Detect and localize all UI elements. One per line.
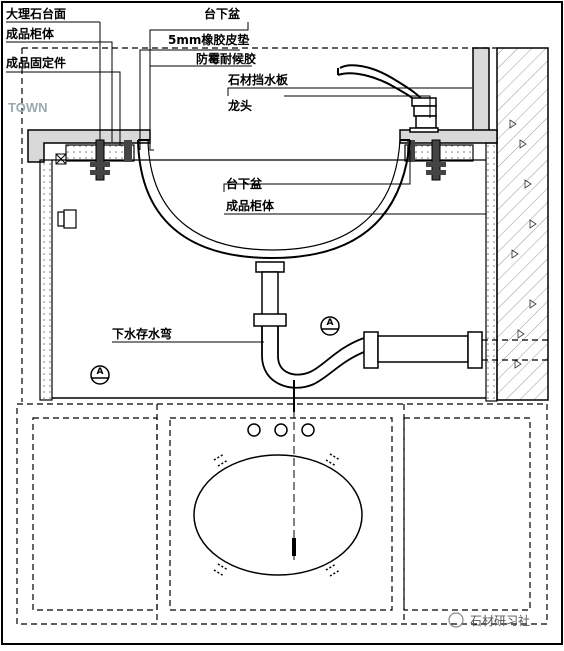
label-marble-top: 大理石台面: [6, 6, 66, 21]
drain-trap: [253, 261, 548, 389]
watermark-town: TOWN: [8, 100, 47, 115]
fixing-bracket-right: [404, 139, 474, 181]
section-mark-a1: A: [90, 365, 110, 385]
label-under-basin-top: 台下盆: [204, 6, 241, 21]
watermark-brand-text: 石材研习社: [470, 613, 530, 628]
door-knob: [57, 209, 77, 229]
stone-backsplash: [472, 47, 490, 133]
label-faucet: 龙头: [228, 98, 252, 113]
watermark-brand: 石材研习社: [448, 612, 530, 628]
section-mark-a2: A: [320, 316, 340, 336]
under-basin: [137, 139, 411, 260]
annotation-labels: 大理石台面 成品柜体 成品固定件 台下盆 5mm橡胶皮垫 防霉耐候胶 石材挡水板…: [6, 6, 289, 341]
label-sealant: 防霉耐候胶: [196, 51, 256, 66]
label-rubber-pad: 5mm橡胶皮垫: [168, 32, 249, 47]
wall: [496, 47, 549, 401]
plan-view: [16, 403, 548, 625]
faucet-holes: [247, 423, 315, 437]
section-label-1: A: [97, 367, 104, 377]
fixing-bracket-left: [65, 139, 135, 181]
label-cabinet-mid: 成品柜体: [226, 198, 275, 213]
section-label-2: A: [327, 318, 334, 328]
label-under-basin-mid: 台下盆: [226, 176, 263, 191]
wechat-icon: [448, 612, 464, 628]
faucet: [337, 64, 439, 133]
plan-basin: [193, 410, 363, 577]
cabinet-corner-mark: [55, 153, 67, 165]
leader-lines: [6, 21, 486, 343]
label-trap: 下水存水弯: [112, 326, 172, 341]
label-fixing-parts: 成品固定件: [6, 55, 66, 70]
label-cabinet-top: 成品柜体: [6, 26, 55, 41]
label-stone-splash: 石材挡水板: [227, 72, 289, 87]
